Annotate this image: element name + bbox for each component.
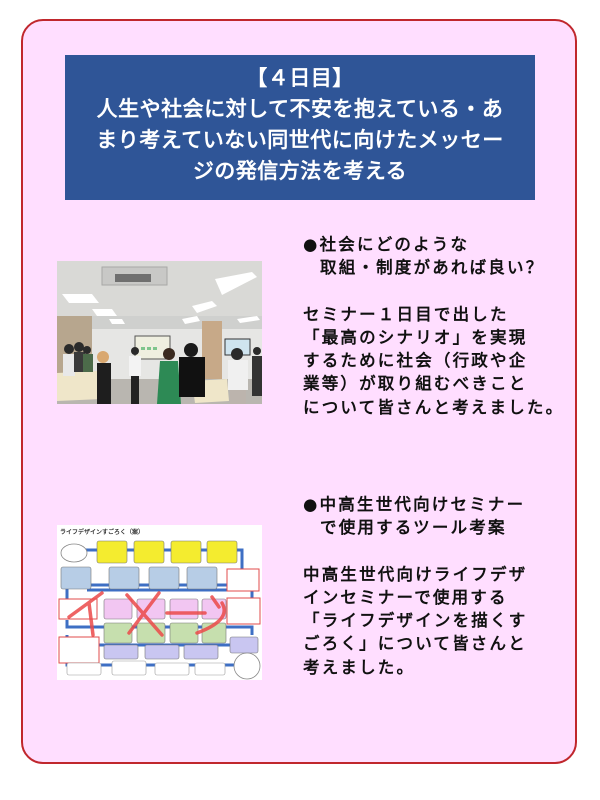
life-design-sugoroku-diagram: ライフデザインすごろく（案） — [57, 525, 262, 680]
title-line-3: ジの発信方法を考える — [192, 159, 408, 183]
title-line-1: 人生や社会に対して不安を抱えている・あ — [96, 97, 504, 121]
section-2-body-line-4: ごろく」について皆さんと — [303, 634, 527, 654]
section-2-body-line-3: 「ライフデザインを描くす — [303, 611, 528, 631]
title-line-2: まり考えていない同世代に向けたメッセー — [96, 128, 504, 152]
section-1-body-line-1: セミナー１日目で出した — [303, 304, 509, 324]
section-social-support: ●社会にどのような 取組・制度があれば良い？ セミナー１日目で出した 「最高のシ… — [303, 233, 573, 419]
section-2-heading-line-1: ●中高生世代向けセミナー — [303, 495, 526, 514]
section-1-heading-line-1: ●社会にどのような — [303, 235, 470, 254]
section-1-body-line-5: について皆さんと考えました。 — [303, 397, 565, 417]
section-2-heading-line-2: で使用するツール考案 — [320, 518, 507, 538]
section-1-body-line-3: するために社会（行政や企 — [303, 351, 528, 371]
section-1-body-line-4: 業等）が取り組むべきこと — [303, 374, 528, 394]
section-1-heading-line-2: 取組・制度があれば良い？ — [320, 258, 545, 278]
title-day-label: 【４日目】 — [246, 66, 354, 90]
section-1-body-line-2: 「最高のシナリオ」を実現 — [303, 327, 528, 347]
sugoroku-title: ライフデザインすごろく（案） — [60, 529, 145, 536]
section-2-body-line-2: インセミナーで使用する — [303, 587, 508, 607]
day4-title-banner: 【４日目】 人生や社会に対して不安を抱えている・あ まり考えていない同世代に向け… — [65, 55, 535, 200]
workshop-photo — [57, 261, 262, 404]
section-2-body-line-5: 考えました。 — [303, 657, 416, 677]
section-2-body-line-1: 中高生世代向けライフデザ — [303, 564, 528, 584]
sugoroku-board-image — [57, 525, 262, 680]
workshop-photo-image — [57, 261, 262, 404]
section-sugoroku-tool: ●中高生世代向けセミナー で使用するツール考案 中高生世代向けライフデザ インセ… — [303, 493, 573, 679]
